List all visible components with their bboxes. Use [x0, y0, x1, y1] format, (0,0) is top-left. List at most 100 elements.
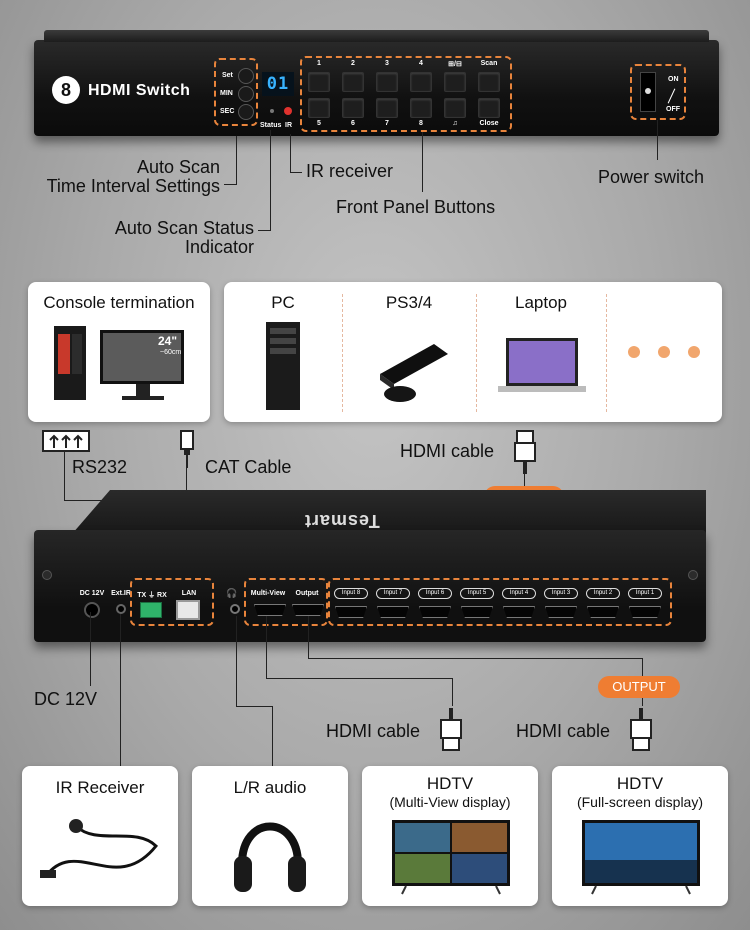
hdmi-input-port-3[interactable]	[545, 606, 577, 618]
front-panel-button-bottom-3[interactable]	[376, 98, 398, 118]
rs232-callout: RS232	[72, 457, 128, 477]
hdmi-input-port-8[interactable]	[335, 606, 367, 618]
power-switch-callout: Power switch	[598, 167, 705, 187]
hdtv-full-card: HDTV (Full-screen display)	[552, 766, 728, 906]
output-hdmi-port[interactable]	[292, 604, 324, 616]
front-panel-button-bottom-1[interactable]	[308, 98, 330, 118]
knob-label-min: MIN	[220, 90, 233, 97]
rs232-terminal[interactable]	[140, 602, 162, 618]
screw-icon	[42, 570, 52, 580]
front-panel-button-top-5[interactable]	[444, 72, 466, 92]
power-indicator-icon	[645, 88, 651, 94]
pc-tower-icon	[266, 322, 300, 410]
input-port-label: Input 5	[460, 588, 494, 599]
knob-label-set: Set	[222, 72, 233, 79]
dc12v-callout: DC 12V	[34, 689, 98, 709]
ext-ir-port[interactable]	[116, 604, 126, 614]
front-panel-button-top-4[interactable]	[410, 72, 432, 92]
source-laptop-label: Laptop	[515, 293, 567, 312]
monitor-size-label: 24"	[158, 334, 178, 348]
front-button-label: ⊞/⊟	[448, 61, 462, 68]
front-panel-button-bottom-6[interactable]	[478, 98, 500, 118]
callout-line	[290, 134, 291, 172]
divider	[342, 294, 343, 412]
output-pill: OUTPUT	[598, 676, 680, 698]
ir-receiver-callout: IR receiver	[306, 161, 394, 181]
brand-badge: 8	[52, 76, 80, 104]
rs232-connector-icon	[42, 430, 90, 452]
dc-label: DC 12V	[79, 590, 105, 597]
multiview-label: Multi-View	[250, 590, 286, 597]
hdmi-cable-output-callout: HDMI cable	[516, 721, 611, 741]
callout-line	[272, 706, 273, 766]
front-panel-button-top-6[interactable]	[478, 72, 500, 92]
hdmi-input-port-4[interactable]	[503, 606, 535, 618]
hdmi-input-port-7[interactable]	[377, 606, 409, 618]
power-switch-highlight	[630, 64, 686, 120]
ir-cable-icon	[40, 819, 159, 878]
laptop-icon	[498, 338, 586, 392]
front-panel-button-top-3[interactable]	[376, 72, 398, 92]
status-led	[270, 109, 274, 113]
front-button-label: 1	[317, 60, 321, 67]
monitor-cm-label: ~60cm	[160, 349, 182, 356]
hdmi-input-port-2[interactable]	[587, 606, 619, 618]
sec-knob[interactable]	[238, 104, 254, 120]
callout-line	[308, 658, 642, 659]
control-ports-highlight	[130, 578, 214, 626]
front-button-label: ♫	[452, 120, 458, 127]
power-off-label: OFF	[666, 106, 680, 113]
hdmi-input-port-5[interactable]	[461, 606, 493, 618]
callout-line	[290, 172, 302, 173]
hdmi-input-port-1[interactable]	[629, 606, 661, 618]
auto-scan-status-callout: Auto Scan Status Indicator	[114, 218, 254, 257]
lan-label: LAN	[181, 590, 197, 597]
hdmi-cable-input-callout: HDMI cable	[400, 441, 495, 461]
screw-icon	[688, 570, 698, 580]
front-panel-button-top-2[interactable]	[342, 72, 364, 92]
rear-device-top: Tesmart	[72, 490, 706, 534]
multiview-hdmi-port[interactable]	[254, 604, 286, 616]
lr-audio-title: L/R audio	[233, 778, 307, 797]
divider	[606, 294, 607, 412]
callout-line	[236, 616, 237, 706]
front-button-label: 4	[419, 60, 423, 67]
input-port-label: Input 1	[628, 588, 662, 599]
input-port-label: Input 2	[586, 588, 620, 599]
front-panel-button-bottom-5[interactable]	[444, 98, 466, 118]
front-button-label: Close	[479, 120, 499, 127]
hdmi-input-port-6[interactable]	[419, 606, 451, 618]
callout-line	[422, 132, 423, 192]
divider	[476, 294, 477, 412]
input-ports-highlight	[328, 578, 672, 626]
set-knob[interactable]	[238, 68, 254, 84]
audio-jack[interactable]	[230, 604, 240, 614]
game-console-icon	[380, 344, 448, 402]
input-port-label: Input 7	[376, 588, 410, 599]
callout-line	[120, 614, 121, 766]
lan-port[interactable]	[176, 600, 200, 620]
cat-cable-callout: CAT Cable	[205, 457, 292, 477]
dc-port[interactable]	[84, 602, 100, 618]
front-button-label: Scan	[480, 60, 498, 67]
more-dot-icon	[658, 346, 670, 358]
output-label: Output	[295, 590, 319, 597]
switch-rear-panel: DC 12V Ext.IR TX ⏚ RX LAN 🎧 Multi-View O…	[34, 530, 706, 642]
headphones-icon	[234, 822, 306, 892]
source-pc-label: PC	[271, 293, 295, 312]
callout-line	[308, 616, 309, 658]
more-dot-icon	[688, 346, 700, 358]
min-knob[interactable]	[238, 86, 254, 102]
front-button-label: 2	[351, 60, 355, 67]
sources-card: PC PS3/4 Laptop	[224, 282, 722, 422]
callout-line	[266, 616, 267, 678]
hdtv-full-subtitle: (Full-screen display)	[576, 794, 704, 810]
front-panel-button-bottom-2[interactable]	[342, 98, 364, 118]
front-panel-button-top-1[interactable]	[308, 72, 330, 92]
front-button-label: 6	[351, 120, 355, 127]
input-port-label: Input 6	[418, 588, 452, 599]
headphone-icon: 🎧	[226, 588, 238, 598]
console-pc-icon	[54, 326, 184, 400]
front-panel-button-bottom-4[interactable]	[410, 98, 432, 118]
callout-line	[258, 230, 271, 231]
